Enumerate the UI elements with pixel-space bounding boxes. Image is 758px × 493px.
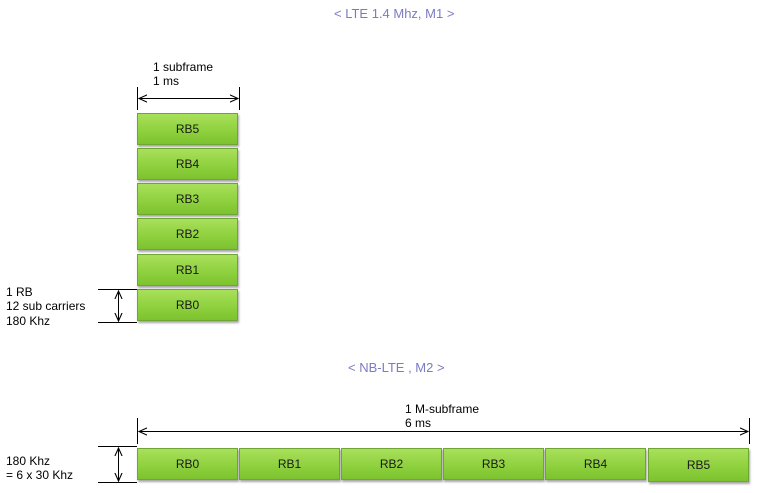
m2-subframe-label-line1: 1 M-subframe (405, 402, 480, 416)
m1-subframe-label-line1: 1 subframe (153, 60, 214, 74)
m2-bw-label-line2: = 6 x 30 Khz (6, 468, 74, 482)
m2-rb-block: RB1 (239, 448, 340, 480)
m2-rb-block: RB5 (648, 448, 749, 482)
m1-rb-block: RB4 (137, 148, 238, 180)
m2-subframe-label-line2: 6 ms (405, 416, 432, 430)
m1-subframe-dimension (137, 87, 240, 110)
m1-rb-block: RB3 (137, 183, 238, 215)
m1-rb-block: RB2 (137, 218, 238, 250)
m1-rb-dimension (98, 289, 137, 323)
m2-rb-block: RB0 (137, 448, 238, 480)
m1-rb-label-line3: 180 Khz (6, 314, 51, 328)
m2-rb-block: RB3 (443, 448, 544, 480)
m2-bw-label-line1: 180 Khz (6, 454, 51, 468)
m1-rb-label-line2: 12 sub carriers (6, 299, 86, 313)
m2-rb-block: RB4 (545, 448, 646, 480)
m2-title: < NB-LTE , M2 > (348, 360, 445, 375)
m2-bw-dimension (98, 446, 137, 483)
m2-rb-block: RB2 (341, 448, 442, 480)
m1-title: < LTE 1.4 Mhz, M1 > (334, 6, 455, 21)
m1-rb-block: RB5 (137, 113, 238, 145)
m1-rb-label-line1: 1 RB (6, 285, 33, 299)
m1-rb-block: RB1 (137, 254, 238, 286)
m1-rb-block: RB0 (137, 289, 238, 321)
m1-subframe-label-line2: 1 ms (153, 74, 180, 88)
m2-subframe-dimension (137, 418, 750, 444)
